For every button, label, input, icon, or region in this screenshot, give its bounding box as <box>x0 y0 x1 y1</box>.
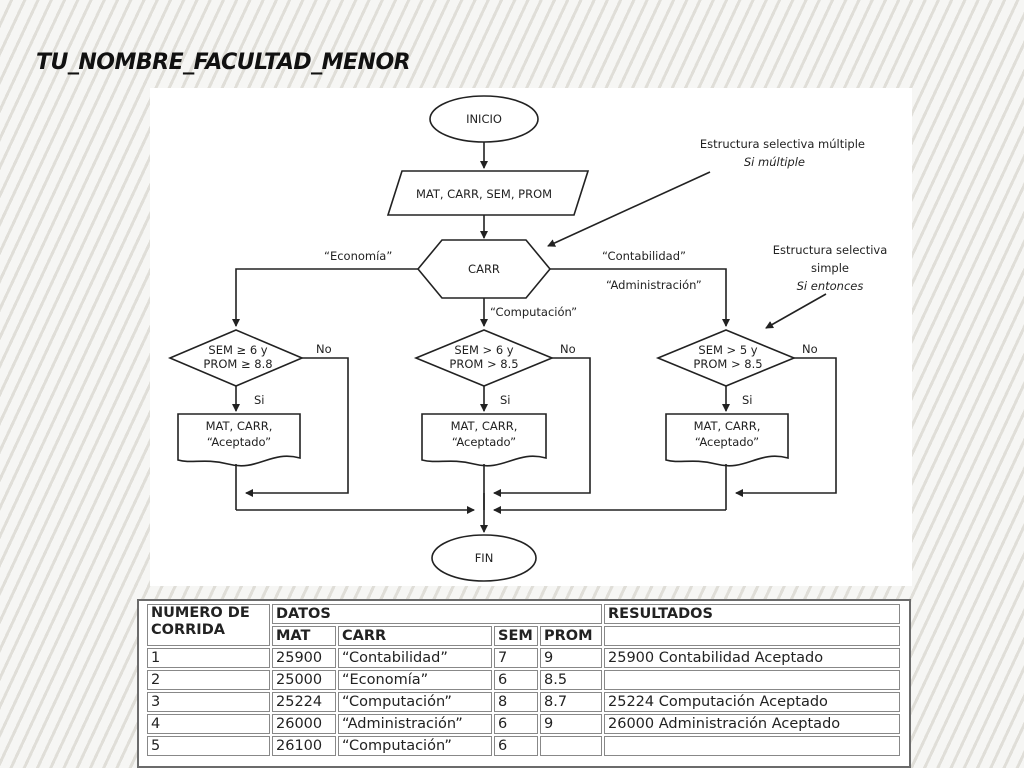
header-carr: CARR <box>338 626 492 646</box>
annotation-multiple-line1: Estructura selectiva múltiple <box>700 137 865 151</box>
header-sem: SEM <box>494 626 538 646</box>
results-table: NUMERO DE CORRIDA DATOS RESULTADOS MAT C… <box>145 602 902 758</box>
cell-carr: “Computación” <box>338 736 492 756</box>
output-left-line1: MAT, CARR, <box>206 419 273 433</box>
header-prom: PROM <box>540 626 602 646</box>
annotation-multiple-line2: Si múltiple <box>744 155 805 169</box>
cell-prom: 9 <box>540 648 602 668</box>
cell-resultado: 25900 Contabilidad Aceptado <box>604 648 900 668</box>
input-label: MAT, CARR, SEM, PROM <box>416 187 552 201</box>
cell-corrida: 5 <box>147 736 270 756</box>
cell-carr: “Administración” <box>338 714 492 734</box>
header-corrida: NUMERO DE CORRIDA <box>147 604 270 646</box>
cell-sem: 7 <box>494 648 538 668</box>
cell-mat: 25900 <box>272 648 336 668</box>
cell-carr: “Economía” <box>338 670 492 690</box>
yes-label-left: Si <box>254 393 265 407</box>
condition-middle-line1: SEM > 6 y <box>454 343 513 357</box>
output-left-line2: “Aceptado” <box>207 435 271 449</box>
branch-label-administracion: “Administración” <box>606 278 702 292</box>
end-terminal <box>431 534 537 582</box>
cell-resultado <box>604 736 900 756</box>
cell-sem: 6 <box>494 714 538 734</box>
cell-corrida: 3 <box>147 692 270 712</box>
table-header-row: NUMERO DE CORRIDA DATOS RESULTADOS <box>147 604 900 646</box>
flowchart: INICIO MAT, CARR, SEM, PROM CARR “Econom… <box>167 95 888 582</box>
branch-label-contabilidad: “Contabilidad” <box>602 249 686 263</box>
cell-resultado <box>604 670 900 690</box>
condition-right-line2: PROM > 8.5 <box>693 357 762 371</box>
header-corrida-line2: CORRIDA <box>151 622 225 638</box>
cell-mat: 25000 <box>272 670 336 690</box>
start-label: INICIO <box>466 112 502 126</box>
decision-label: CARR <box>468 262 500 276</box>
end-label: FIN <box>475 551 494 565</box>
yes-label-right: Si <box>742 393 753 407</box>
cell-prom <box>540 736 602 756</box>
condition-middle-line2: PROM > 8.5 <box>449 357 518 371</box>
cell-resultado: 26000 Administración Aceptado <box>604 714 900 734</box>
output-middle-line1: MAT, CARR, <box>451 419 518 433</box>
no-label-left: No <box>316 342 332 356</box>
branch-label-computacion: “Computación” <box>490 305 577 319</box>
header-corrida-line1: NUMERO DE <box>151 605 250 621</box>
yes-label-middle: Si <box>500 393 511 407</box>
cell-resultado: 25224 Computación Aceptado <box>604 692 900 712</box>
annotation-simple-line2: simple <box>811 261 849 275</box>
condition-right-line1: SEM > 5 y <box>698 343 757 357</box>
header-resultados-empty <box>604 626 900 646</box>
input-parallelogram <box>386 170 590 216</box>
condition-left-line1: SEM ≥ 6 y <box>208 343 267 357</box>
output-right-line1: MAT, CARR, <box>694 419 761 433</box>
flowchart-panel: INICIO MAT, CARR, SEM, PROM CARR “Econom… <box>150 88 912 586</box>
output-document-economia <box>177 413 301 467</box>
cell-mat: 26000 <box>272 714 336 734</box>
output-right-line2: “Aceptado” <box>695 435 759 449</box>
cell-corrida: 1 <box>147 648 270 668</box>
results-table-panel: NUMERO DE CORRIDA DATOS RESULTADOS MAT C… <box>137 599 911 768</box>
condition-left-line2: PROM ≥ 8.8 <box>203 357 272 371</box>
annotation-simple-line3: Si entonces <box>797 279 864 293</box>
cell-sem: 6 <box>494 736 538 756</box>
cell-prom: 8.5 <box>540 670 602 690</box>
slide-title: TU_NOMBRE_FACULTAD_MENOR <box>36 50 411 75</box>
no-label-right: No <box>802 342 818 356</box>
header-resultados: RESULTADOS <box>604 604 900 624</box>
cell-carr: “Contabilidad” <box>338 648 492 668</box>
cell-sem: 8 <box>494 692 538 712</box>
output-document-computacion <box>421 413 547 467</box>
cell-mat: 26100 <box>272 736 336 756</box>
no-label-middle: No <box>560 342 576 356</box>
output-document-contabilidad <box>665 413 789 467</box>
cell-prom: 8.7 <box>540 692 602 712</box>
branch-label-economia: “Economía” <box>324 249 392 263</box>
annotation-simple-line1: Estructura selectiva <box>773 243 888 257</box>
header-mat: MAT <box>272 626 336 646</box>
cell-mat: 25224 <box>272 692 336 712</box>
cell-corrida: 4 <box>147 714 270 734</box>
cell-prom: 9 <box>540 714 602 734</box>
header-datos: DATOS <box>272 604 602 624</box>
output-middle-line2: “Aceptado” <box>452 435 516 449</box>
table-subheader-row: MAT CARR SEM PROM <box>147 626 900 646</box>
cell-sem: 6 <box>494 670 538 690</box>
cell-carr: “Computación” <box>338 692 492 712</box>
cell-corrida: 2 <box>147 670 270 690</box>
